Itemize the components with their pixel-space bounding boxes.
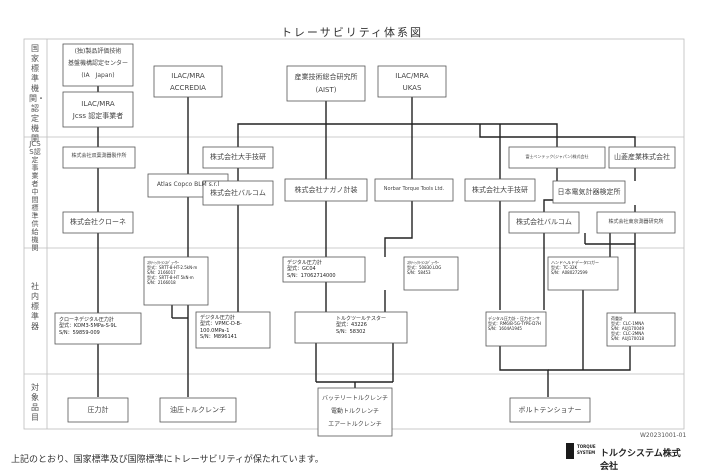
obj-bolt: ボルトテンショナー	[518, 406, 582, 414]
box-nite	[62, 43, 134, 87]
document-id: W20231001-01	[640, 432, 687, 439]
obj-wrench: バッテリートルクレンチ 電動トルクレンチ エアートルクレンチ	[321, 395, 388, 428]
box-std-tester	[294, 311, 408, 344]
box-small-jcss	[508, 146, 606, 169]
box-std-valcom	[195, 311, 271, 349]
box-otemi	[202, 146, 274, 169]
node-valcom1: 株式会社バルコム	[210, 189, 266, 197]
box-jp-pressure	[62, 146, 136, 169]
std-crane: クローネデジタル圧力計 型式：KDM3-5MPa-S-9L S/N：59859-…	[59, 317, 117, 336]
row-label-internal: 社内標準器	[31, 282, 39, 331]
box-std-static1	[143, 256, 209, 306]
node-ukas: ILAC/MRA UKAS	[395, 72, 429, 92]
box-std-load	[606, 312, 676, 347]
box-norbar	[374, 178, 454, 202]
row-label-jcss: JCSS認定事業者中間標準供給機関	[29, 140, 41, 252]
box-obj-wrench	[317, 387, 393, 437]
node-norbar: Norbar Torque Tools Ltd.	[383, 186, 445, 192]
box-ukas	[377, 65, 447, 98]
node-nite: (独)製品評価技術 基盤機構認定センター (IA Japan)	[67, 48, 128, 79]
box-valcom1	[202, 180, 274, 206]
node-tokyo-sokki: 株式会社東京測器研究所	[608, 219, 664, 225]
box-std-dual	[485, 311, 547, 347]
node-small-jcss: 富士ベンテック(ジャパン)株式会社	[525, 154, 589, 159]
box-nihon	[552, 180, 626, 204]
page-title: トレーサビリティ体系図	[280, 26, 424, 39]
node-nihon: 日本電気計器検定所	[557, 188, 621, 196]
company-logo: TORQUE SYSTEM トルクシステム株式会社	[566, 443, 686, 472]
box-yamato	[608, 146, 676, 169]
box-aist	[286, 65, 366, 102]
box-std-handheld	[547, 256, 619, 291]
node-nagano: 株式会社ナガノ計装	[294, 186, 358, 194]
std-static2: ｽﾀﾃｨｯｸﾄﾗﾝｽﾃﾞｭｰｻｰ 型式：50830.LOG S/N：58453	[407, 260, 442, 275]
box-crane	[62, 211, 134, 234]
node-valcom2: 株式会社バルコム	[516, 218, 572, 226]
obj-hydraulic: 油圧トルクレンチ	[170, 406, 226, 414]
node-atlas: Atlas Copco BLM s.r.l	[156, 181, 220, 188]
node-crane: 株式会社クローネ	[70, 218, 126, 226]
company-name: トルクシステム株式会社	[600, 449, 681, 472]
node-accredia: ILAC/MRA ACCREDIA	[170, 72, 206, 92]
std-nagano: デジタル圧力計 型式：GC04 S/N：17062714000	[287, 260, 336, 279]
std-static1: ｽﾀﾃｨｯｸﾄﾗﾝｽﾃﾞｭｰｻｰ 型式：SRTT-8-HT-2.5kN·m S/…	[147, 260, 198, 285]
std-tester: トルクツールテスター 型式：43226 S/N：58302	[336, 316, 387, 335]
node-otemi2: 株式会社大手技研	[472, 186, 528, 194]
box-accredia	[153, 65, 223, 98]
node-yamato: 山菱産業株式会社	[614, 153, 670, 161]
box-nagano	[284, 178, 368, 202]
box-obj-pressure	[67, 397, 129, 423]
std-dual: デジタル圧力計・圧力センサ 型式：RM6/B-5G-TYPE-D7H S/N：1…	[488, 316, 541, 331]
std-valcom: デジタル圧力計 型式：VPMC-D-B- 100.0MPa-1 S/N：M896…	[200, 315, 242, 340]
torque-logo-icon	[566, 443, 574, 459]
footer-note: 上記のとおり、国家標準及び国際標準にトレーサビリティが保たれています。	[11, 455, 324, 465]
box-std-crane	[54, 312, 142, 345]
std-load: 荷重計 型式：CLC-1MNA S/N：AUJ170049 型式：CLC-2MN…	[611, 316, 644, 341]
node-jp-pressure: 株式会社双葉測器製作所	[71, 153, 127, 159]
row-label-target: 対象品目	[31, 383, 39, 422]
std-handheld: ハンドヘルドデータロガー 型式：TC-32K S/N：A080272599	[551, 260, 599, 275]
row-label-national: 国家標準機関・認定機関	[29, 44, 45, 143]
box-tokyo-sokki	[596, 211, 676, 234]
box-obj-hydraulic	[159, 397, 237, 423]
box-obj-bolt	[509, 397, 591, 423]
box-std-nagano	[282, 256, 366, 283]
node-aist: 産業技術総合研究所 (AIST)	[294, 73, 358, 94]
node-otemi: 株式会社大手技研	[210, 153, 266, 161]
obj-pressure: 圧力計	[87, 406, 109, 414]
box-valcom2	[508, 211, 580, 234]
box-std-static2	[403, 256, 459, 291]
box-iajapan	[62, 91, 134, 128]
node-iajapan: ILAC/MRA Jcss 認定事業者	[72, 100, 124, 120]
logo-tag: TORQUE SYSTEM	[577, 444, 596, 455]
box-otemi2	[464, 178, 536, 202]
